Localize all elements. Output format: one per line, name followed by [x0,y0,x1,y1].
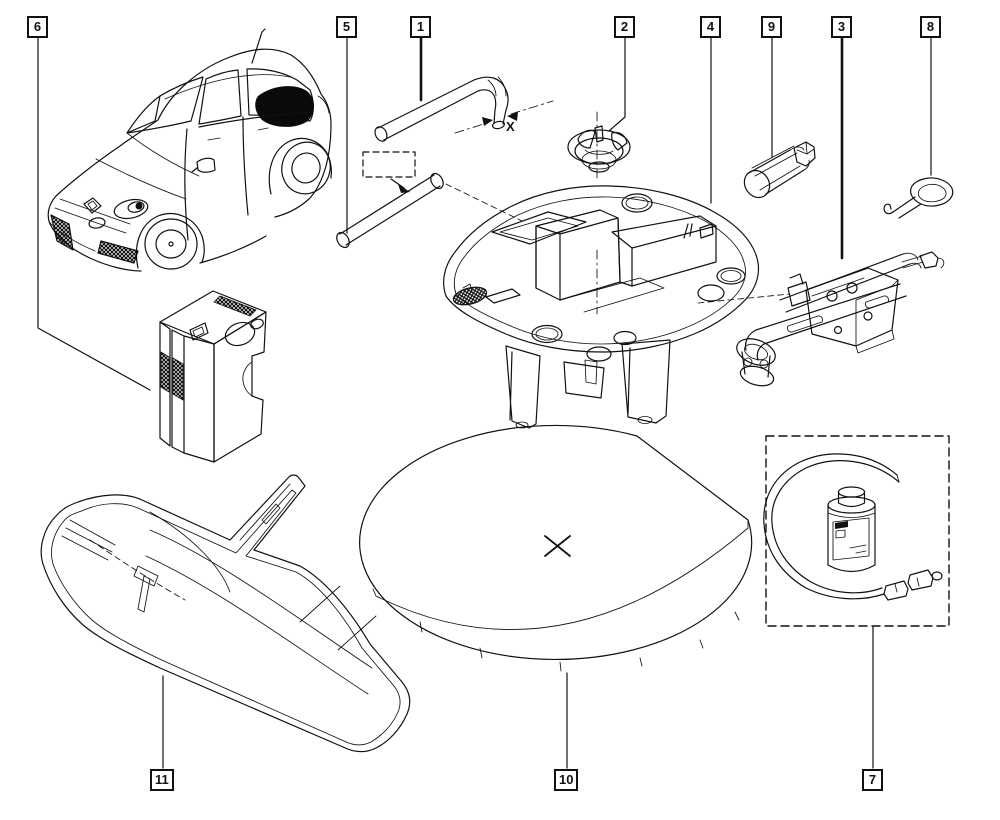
part-4-foam-tool-tray[interactable] [443,185,791,429]
callout-leader-lines [37,36,932,769]
part-1-jack-crank-handle[interactable] [373,76,554,143]
callout-10[interactable]: 10 [554,769,579,791]
callout-8[interactable]: 8 [920,16,941,38]
callout-1[interactable]: 1 [410,16,431,38]
part-3-scissor-jack[interactable] [733,251,945,389]
part-9-socket-adapter[interactable] [739,141,816,202]
part-7-tire-sealant-kit[interactable] [763,435,950,627]
part-10-load-floor-disc[interactable] [359,424,753,672]
callout-4[interactable]: 4 [700,16,721,38]
callout-11[interactable]: 11 [150,769,174,791]
callout-5[interactable]: 5 [336,16,357,38]
callout-9[interactable]: 9 [761,16,782,38]
vehicle-illustration[interactable] [47,28,337,272]
part-11-boot-floor-panel[interactable] [40,474,411,753]
callout-7[interactable]: 7 [862,769,883,791]
callout-3[interactable]: 3 [831,16,852,38]
part-5-extension-rod[interactable] [334,151,523,250]
dimension-x-label: X [506,119,515,134]
part-6-air-compressor[interactable] [159,290,267,463]
callout-2[interactable]: 2 [614,16,635,38]
part-8-removal-hook[interactable] [883,177,954,219]
callout-6[interactable]: 6 [27,16,48,38]
part-2-retaining-knob[interactable] [567,111,631,315]
